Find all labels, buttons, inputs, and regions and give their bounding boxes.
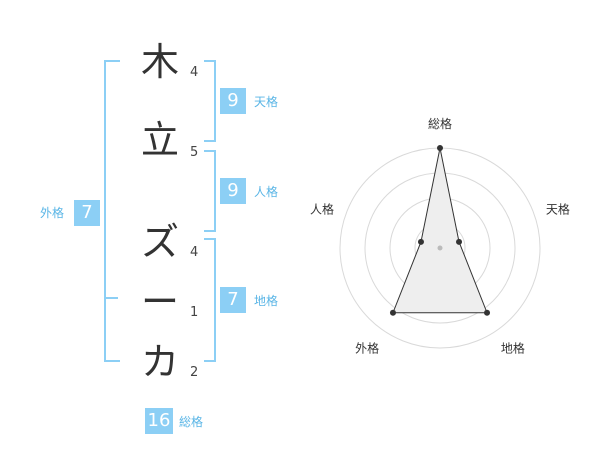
chikaku-badge: 7 xyxy=(220,287,246,313)
tenkaku-badge: 9 xyxy=(220,88,246,114)
name-char-5: カ xyxy=(140,340,179,384)
tenkaku-label: 天格 xyxy=(254,95,279,109)
jinkaku-label: 人格 xyxy=(254,185,279,199)
jinkaku-badge: 9 xyxy=(220,178,246,204)
bracket-divider xyxy=(104,297,118,299)
radar-point-2 xyxy=(456,238,463,245)
tenkaku-bracket xyxy=(204,60,216,142)
radar-point-3 xyxy=(484,309,491,316)
stroke-count-1: 4 xyxy=(190,65,199,80)
stroke-count-2: 5 xyxy=(190,145,199,160)
name-char-3: ズ xyxy=(140,220,179,264)
radar-axis-label-1: 総格 xyxy=(428,116,452,131)
radar-point-5 xyxy=(417,238,424,245)
gaikaku-badge: 7 xyxy=(74,200,100,226)
radar-center-point xyxy=(437,245,443,251)
gaikaku-bracket xyxy=(104,60,120,362)
stroke-count-5: 2 xyxy=(190,365,199,380)
chikaku-label: 地格 xyxy=(254,294,279,308)
radar-data-polygon xyxy=(392,147,488,314)
soukaku-label: 総格 xyxy=(179,415,204,429)
stroke-count-3: 4 xyxy=(190,245,199,260)
radar-point-1 xyxy=(437,145,443,151)
name-char-2: 立 xyxy=(140,118,179,162)
jinkaku-bracket xyxy=(204,150,216,232)
radar-axis-label-5: 人格 xyxy=(310,202,334,217)
name-char-4: ー xyxy=(140,280,179,324)
radar-axis-label-2: 天格 xyxy=(546,202,570,217)
radar-axis-label-3: 地格 xyxy=(501,340,525,355)
soukaku-badge: 16 xyxy=(145,408,173,434)
name-char-1: 木 xyxy=(140,40,179,84)
chikaku-bracket xyxy=(204,238,216,362)
stroke-count-4: 1 xyxy=(190,305,199,320)
gaikaku-label: 外格 xyxy=(40,206,65,220)
radar-point-4 xyxy=(389,309,396,316)
radar-axis-label-4: 外格 xyxy=(355,340,379,355)
